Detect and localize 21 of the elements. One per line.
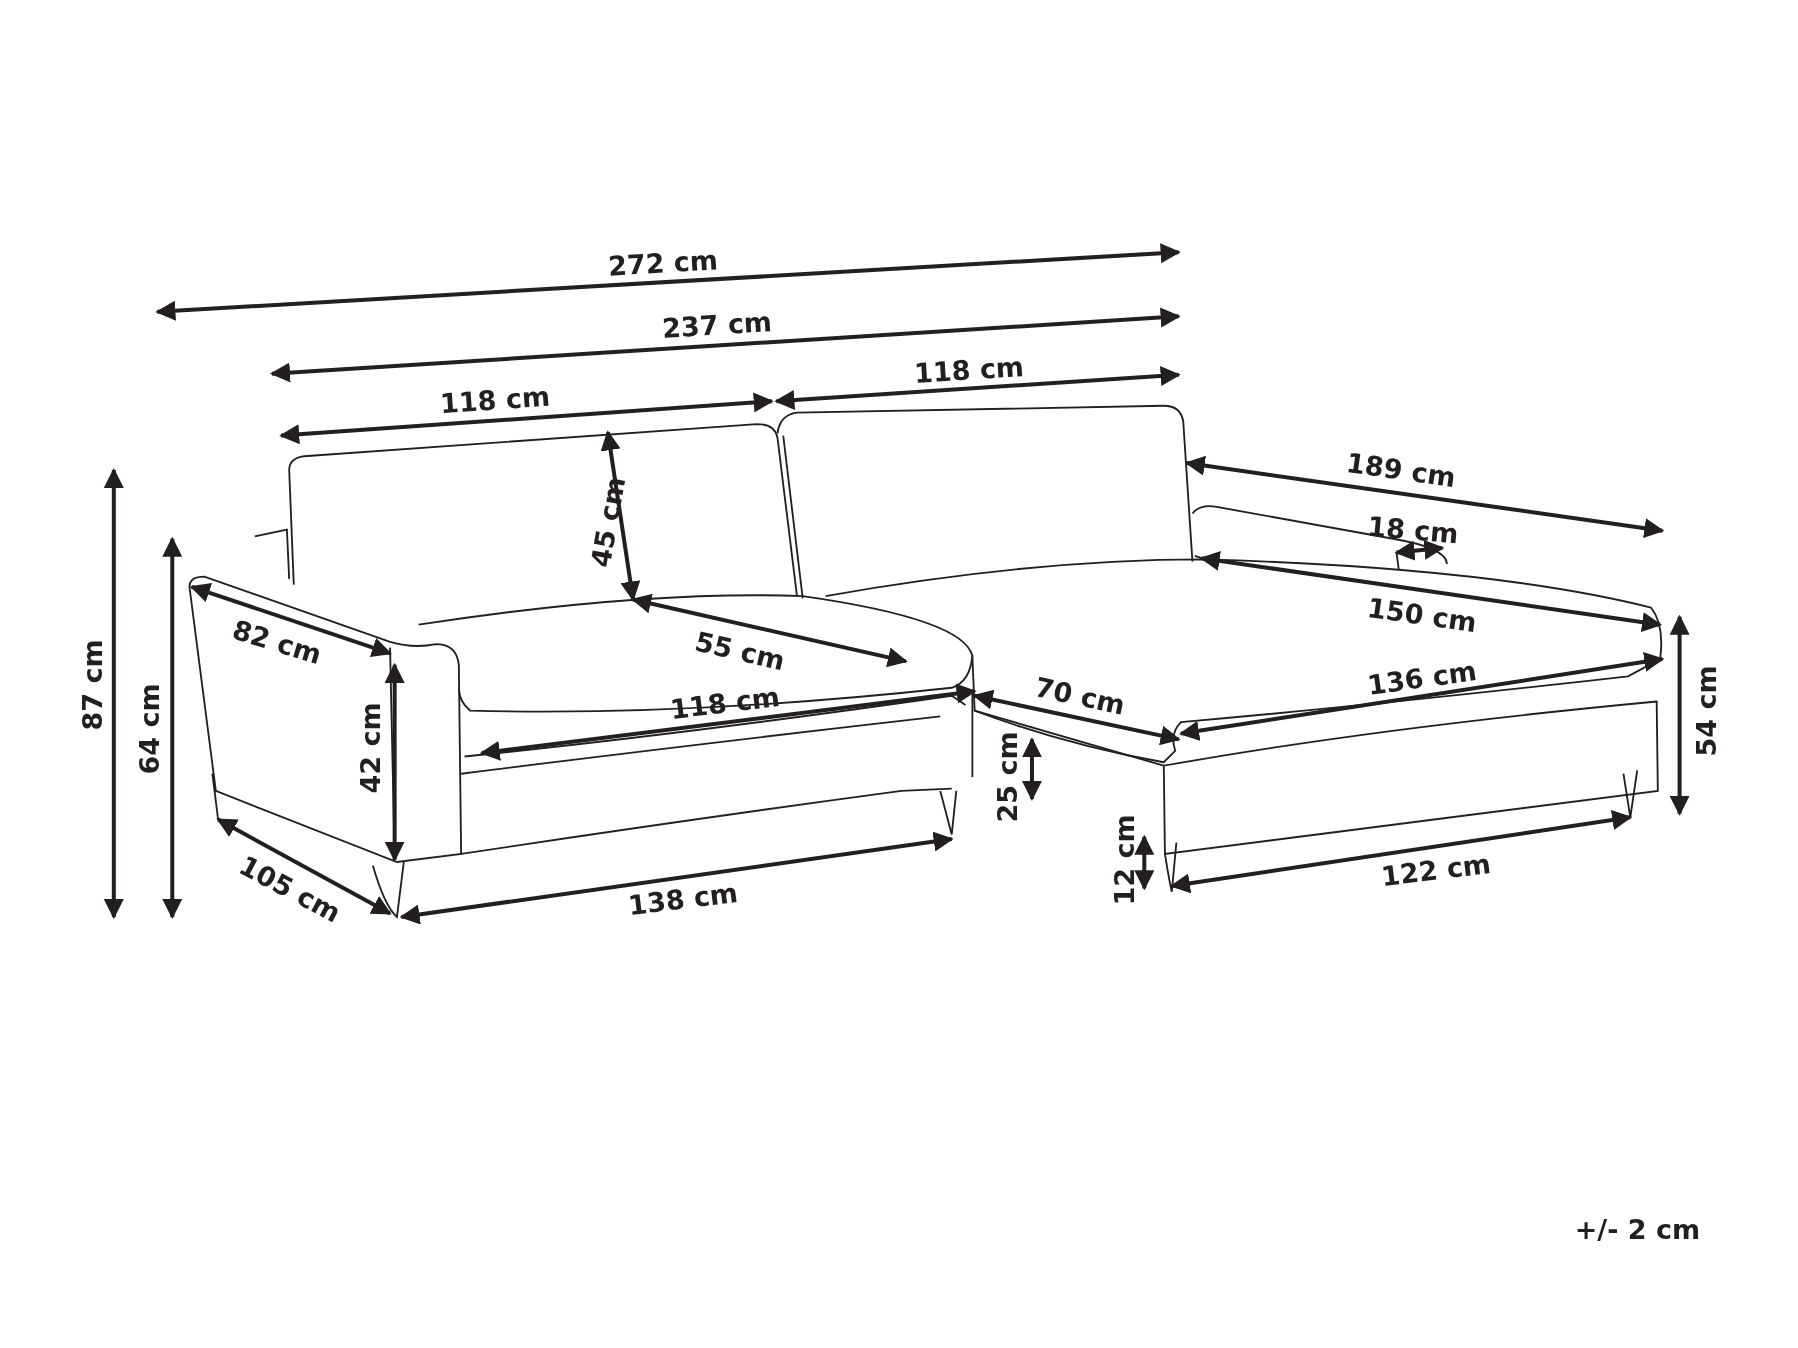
tolerance-note: +/- 2 cm [1574, 1215, 1701, 1243]
dimension-label: 70 cm [1032, 673, 1128, 719]
dimension-label: 105 cm [235, 850, 345, 927]
dimension-label: 136 cm [1365, 656, 1479, 699]
dimension-label: 12 cm [1110, 814, 1138, 906]
dimension-label: 138 cm [627, 878, 740, 920]
dimension-label: 189 cm [1344, 449, 1458, 492]
dimension-label: 122 cm [1379, 850, 1492, 891]
dimension-label: 118 cm [439, 382, 552, 418]
dimension-label: 55 cm [692, 627, 788, 675]
dimension-label: 54 cm [1692, 665, 1720, 757]
dimension-label: 87 cm [78, 639, 106, 731]
dimension-label: 237 cm [661, 307, 773, 342]
dimension-label: 82 cm [229, 615, 325, 669]
dimension-label: 18 cm [1366, 512, 1460, 548]
dimension-label: 150 cm [1365, 593, 1479, 636]
dimension-label: 25 cm [993, 731, 1021, 823]
dimension-label: 42 cm [356, 702, 384, 794]
dimension-label: 64 cm [135, 683, 163, 775]
dimension-label: 118 cm [913, 353, 1025, 388]
dimension-label: 272 cm [607, 245, 719, 280]
